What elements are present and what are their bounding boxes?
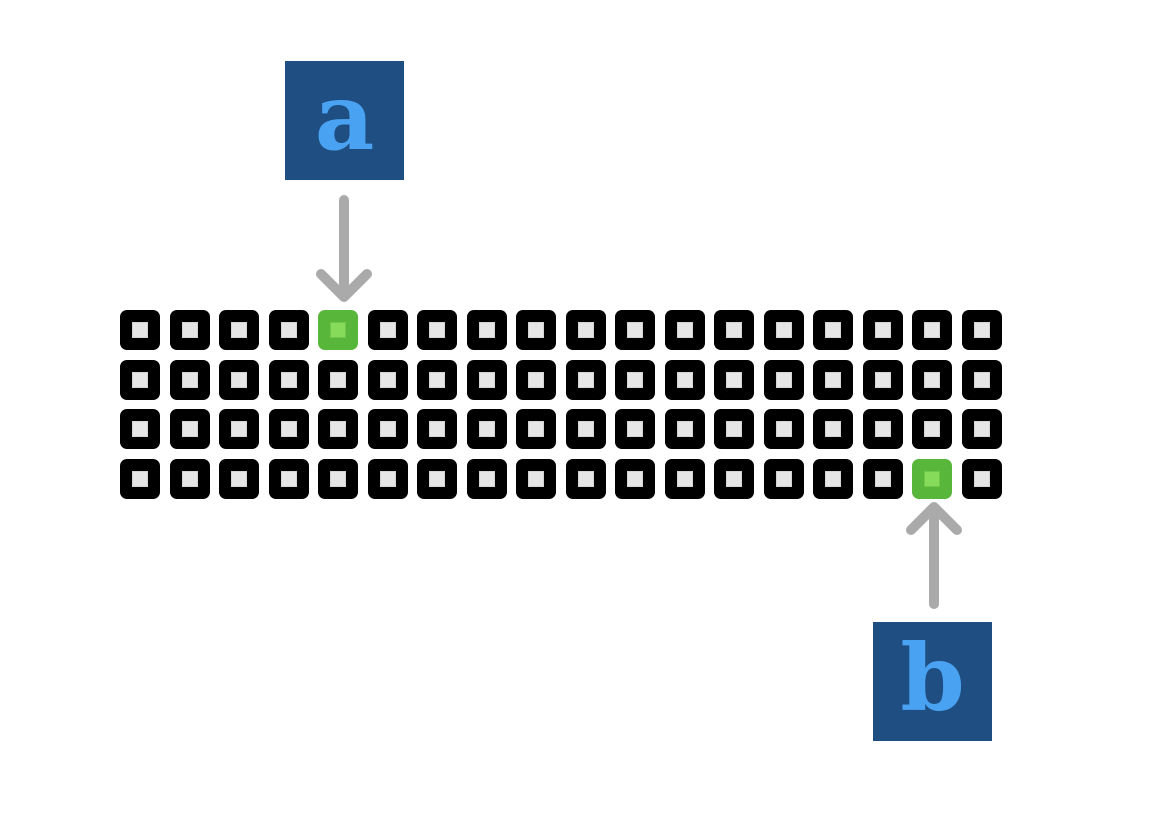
grid-cell	[466, 310, 507, 350]
label-a-box: a	[285, 61, 404, 180]
grid-cell	[417, 359, 457, 400]
grid-cell	[516, 458, 556, 499]
grid-cell	[318, 409, 358, 449]
grid-cell	[763, 458, 804, 499]
grid-cell	[268, 409, 309, 449]
grid-cell	[466, 359, 507, 400]
grid-cell	[367, 458, 408, 499]
grid-cell	[120, 359, 160, 400]
grid-cell	[565, 409, 606, 449]
grid-cell	[912, 310, 952, 350]
grid-cell	[615, 458, 655, 499]
grid-cell	[615, 359, 655, 400]
grid-cell	[367, 409, 408, 449]
grid-cell	[169, 409, 210, 449]
grid-cell	[615, 310, 655, 350]
grid-cell	[862, 409, 903, 449]
grid-cell	[714, 359, 754, 400]
cell-grid	[120, 310, 1002, 499]
grid-cell	[516, 359, 556, 400]
grid-cell	[961, 458, 1002, 499]
grid-cell	[664, 458, 705, 499]
grid-cell	[912, 359, 952, 400]
grid-cell	[862, 359, 903, 400]
grid-cell	[862, 458, 903, 499]
grid-cell	[268, 310, 309, 350]
grid-cell	[862, 310, 903, 350]
grid-cell	[961, 310, 1002, 350]
grid-cell	[268, 458, 309, 499]
grid-cell	[714, 409, 754, 449]
grid-cell	[367, 310, 408, 350]
grid-cell	[912, 409, 952, 449]
grid-cell	[318, 458, 358, 499]
grid-cell	[664, 359, 705, 400]
grid-cell	[961, 359, 1002, 400]
grid-cell	[813, 310, 853, 350]
grid-cell	[763, 409, 804, 449]
grid-cell	[120, 409, 160, 449]
grid-cell	[664, 310, 705, 350]
grid-cell	[813, 359, 853, 400]
grid-cell	[763, 359, 804, 400]
grid-cell	[813, 458, 853, 499]
grid-cell	[219, 359, 259, 400]
grid-cell	[367, 359, 408, 400]
grid-cell	[219, 409, 259, 449]
grid-cell	[714, 310, 754, 350]
label-a-text: a	[314, 62, 375, 171]
grid-cell	[516, 409, 556, 449]
grid-cell	[318, 359, 358, 400]
grid-cell	[615, 409, 655, 449]
grid-cell	[120, 310, 160, 350]
grid-cell	[565, 359, 606, 400]
grid-cell	[417, 458, 457, 499]
grid-cell	[664, 409, 705, 449]
label-b-text: b	[900, 623, 965, 732]
grid-cell	[219, 310, 259, 350]
arrow-a-down	[316, 195, 372, 302]
grid-cell	[565, 310, 606, 350]
label-b-box: b	[873, 622, 992, 741]
arrow-b-up	[906, 502, 962, 609]
marked-cell-a	[318, 310, 358, 350]
grid-cell	[417, 310, 457, 350]
grid-cell	[466, 458, 507, 499]
grid-cell	[565, 458, 606, 499]
grid-cell	[763, 310, 804, 350]
grid-cell	[120, 458, 160, 499]
grid-cell	[961, 409, 1002, 449]
marked-cell-b	[912, 458, 952, 499]
grid-cell	[466, 409, 507, 449]
grid-cell	[169, 458, 210, 499]
grid-cell	[813, 409, 853, 449]
grid-cell	[516, 310, 556, 350]
grid-cell	[169, 310, 210, 350]
grid-cell	[169, 359, 210, 400]
grid-cell	[219, 458, 259, 499]
grid-cell	[714, 458, 754, 499]
grid-cell	[268, 359, 309, 400]
grid-cell	[417, 409, 457, 449]
